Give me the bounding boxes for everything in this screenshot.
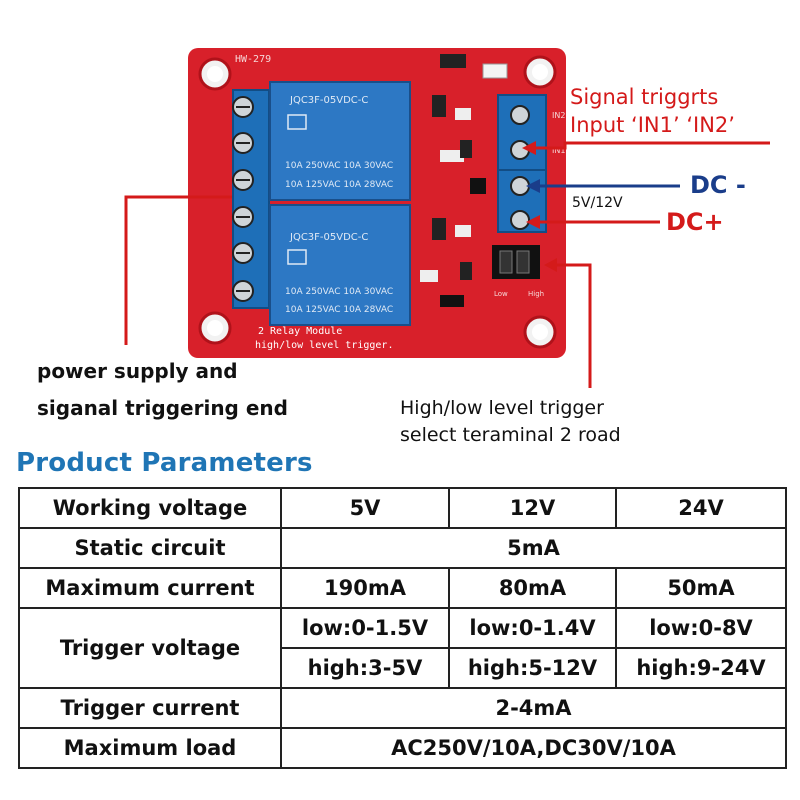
jumper-callout-line	[552, 263, 592, 388]
signal-arrow-icon	[522, 141, 536, 155]
signal-label-line-1: Signal triggrts	[570, 85, 719, 109]
trigger-voltage-low-24v: low:0-8V	[615, 607, 787, 649]
board-caption-1: 2 Relay Module	[258, 326, 342, 337]
dc-minus-label: DC -	[690, 171, 746, 199]
trigger-current-value: 2-4mA	[280, 687, 787, 729]
row-label-maximum-load: Maximum load	[18, 727, 282, 769]
row-label-trigger-current: Trigger current	[18, 687, 282, 729]
working-voltage-24v: 24V	[615, 487, 787, 529]
screw-terminals-right	[510, 105, 530, 230]
working-voltage-12v: 12V	[448, 487, 617, 529]
maximum-current-5v: 190mA	[280, 567, 450, 609]
power-supply-label-line-1: power supply and	[37, 359, 238, 383]
table-row: high:3-5V high:5-12V high:9-24V	[19, 647, 787, 689]
relay-module-photo: HW-279 JQC3F-05VDC-C 10A 250VAC 10A 30VA…	[124, 48, 770, 388]
smd-led	[482, 63, 508, 79]
row-label-maximum-current: Maximum current	[18, 567, 282, 609]
maximum-current-12v: 80mA	[448, 567, 617, 609]
left-terminal-block	[232, 89, 270, 309]
table-row: Trigger current 2-4mA	[18, 687, 787, 729]
smd-components	[420, 95, 486, 307]
relay-1-model: JQC3F-05VDC-C	[289, 95, 368, 106]
relay-2-model: JQC3F-05VDC-C	[289, 232, 368, 243]
pin-label-in2: IN2	[552, 111, 565, 120]
dc-plus-label: DC+	[666, 208, 724, 236]
relay-2-rating-2: 10A 125VAC 10A 28VAC	[285, 305, 393, 315]
params-title: Product Parameters	[16, 448, 313, 478]
static-circuit-value: 5mA	[280, 527, 787, 569]
relay-2	[269, 204, 411, 326]
working-voltage-5v: 5V	[280, 487, 450, 529]
signal-callout-line	[530, 141, 770, 150]
mounting-hole	[523, 55, 557, 89]
params-table: Working voltage 5V 12V 24V Static circui…	[18, 487, 787, 769]
table-row: Maximum load AC250V/10A,DC30V/10A	[18, 727, 787, 769]
silkscreen-top: HW-279	[235, 54, 271, 65]
trigger-select-label-line-1: High/low level trigger	[400, 397, 604, 419]
table-row: Static circuit 5mA	[18, 527, 787, 569]
relay-2-rating-1: 10A 250VAC 10A 30VAC	[285, 287, 393, 297]
dc-minus-arrow-icon	[526, 179, 540, 193]
dc-voltage-label: 5V/12V	[572, 195, 623, 211]
table-row: Working voltage 5V 12V 24V	[18, 487, 787, 529]
row-label-working-voltage: Working voltage	[18, 487, 282, 529]
relay-1	[269, 81, 411, 201]
relay-1-rating-2: 10A 125VAC 10A 28VAC	[285, 180, 393, 190]
signal-label-line-2: Input ‘IN1’ ‘IN2’	[570, 113, 735, 137]
row-label-static-circuit: Static circuit	[18, 527, 282, 569]
table-row: Trigger voltage low:0-1.5V low:0-1.4V lo…	[18, 607, 787, 689]
jumper-label-low: Low	[494, 290, 508, 298]
relay-logo-icon	[287, 114, 307, 265]
jumper-label-high: High	[528, 290, 544, 298]
maximum-load-value: AC250V/10A,DC30V/10A	[280, 727, 787, 769]
trigger-voltage-high-12v: high:5-12V	[448, 647, 617, 689]
row-label-trigger-voltage: Trigger voltage	[18, 607, 282, 689]
power-supply-label-line-2: siganal triggering end	[37, 396, 288, 420]
trigger-select-label-line-2: select teraminal 2 road	[400, 424, 621, 446]
trigger-voltage-low-12v: low:0-1.4V	[448, 607, 617, 649]
mounting-hole	[523, 315, 557, 349]
mounting-hole	[198, 311, 232, 345]
trigger-voltage-high-24v: high:9-24V	[615, 647, 787, 689]
left-callout-line	[124, 195, 232, 345]
maximum-current-24v: 50mA	[615, 567, 787, 609]
pin-label-in1: IN1	[552, 146, 565, 155]
dc-plus-arrow-icon	[526, 215, 540, 229]
smd-component	[440, 54, 466, 68]
trigger-voltage-low-5v: low:0-1.5V	[280, 607, 450, 649]
jumper-arrow-icon	[544, 258, 557, 272]
trigger-jumper	[492, 245, 540, 279]
table-row: Maximum current 190mA 80mA 50mA	[18, 567, 787, 609]
trigger-voltage-high-5v: high:3-5V	[280, 647, 450, 689]
relay-1-rating-1: 10A 250VAC 10A 30VAC	[285, 161, 393, 171]
mounting-hole	[198, 57, 232, 91]
board-caption-2: high/low level trigger.	[255, 340, 393, 351]
